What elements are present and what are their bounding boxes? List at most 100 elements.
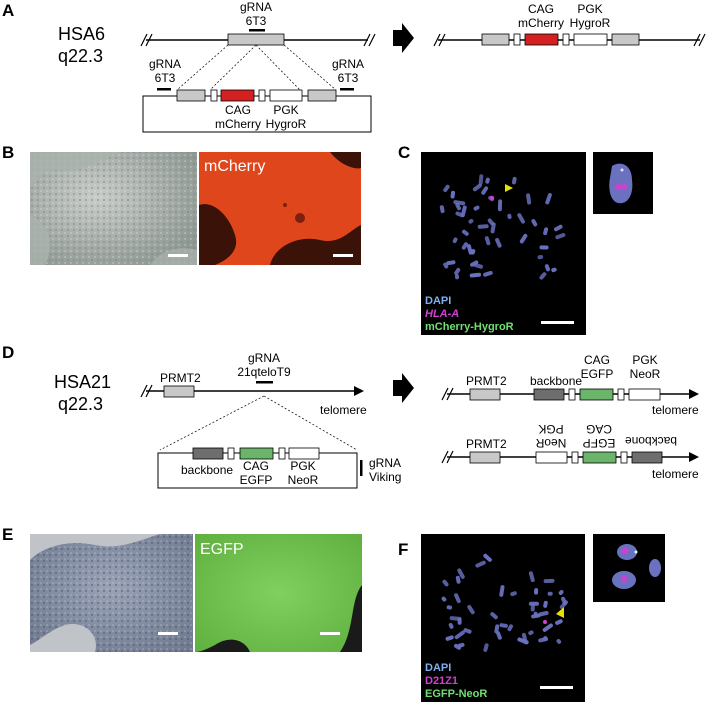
chromosome	[494, 624, 500, 634]
pgk-label-d: PGK	[290, 459, 315, 473]
chromosome	[448, 622, 454, 629]
panel-f-label: F	[398, 540, 408, 559]
chromosome	[453, 643, 462, 650]
chromosome	[510, 591, 517, 597]
chromosome	[537, 254, 544, 260]
chromosome	[543, 600, 548, 608]
chromosome	[470, 249, 476, 255]
chromosome	[481, 186, 489, 195]
grna-6t3-top-line2: 6T3	[246, 14, 267, 28]
chromosome	[450, 190, 456, 199]
chromosome	[511, 176, 517, 185]
legend-d21z1: D21Z1	[425, 675, 458, 687]
legend-dapi-f: DAPI	[425, 662, 451, 674]
r1-prmt2-label: PRMT2	[466, 374, 507, 388]
grna-6t3-right-line1: gRNA	[332, 57, 364, 71]
chromosome	[461, 242, 468, 250]
donor-plasmid-egfp	[157, 447, 363, 489]
chromosome	[519, 233, 528, 244]
chromosome	[531, 613, 541, 619]
chromosome	[455, 575, 461, 584]
chromosome	[538, 637, 549, 643]
scale-bar	[541, 321, 574, 324]
chromosome	[441, 596, 447, 602]
chromosome	[483, 643, 489, 652]
chromosome	[543, 578, 555, 584]
grna-21qtelot9-line1: gRNA	[248, 351, 280, 365]
panel-d-label: D	[2, 343, 14, 362]
chromosome	[467, 605, 475, 615]
chromosome	[507, 213, 512, 220]
chromosome	[439, 205, 445, 214]
chromosome	[473, 205, 480, 211]
chromosome	[526, 193, 532, 205]
locus-hsa6: HSA6	[58, 24, 105, 44]
chromosome	[463, 628, 472, 634]
legend-dapi: DAPI	[425, 295, 451, 307]
result-mcherry-label: mCherry	[518, 16, 564, 30]
chromosome	[551, 267, 557, 273]
chromosome	[472, 183, 482, 192]
chromosome	[485, 177, 490, 184]
fish-inset-c	[593, 152, 653, 214]
r2-cag-label: CAG	[586, 422, 612, 436]
chromosome	[454, 267, 461, 276]
panel-a: A HSA6 q22.3 gRNA 6T3	[2, 0, 706, 133]
grna-6t3-top-line1: gRNA	[240, 0, 272, 14]
prmt2-label: PRMT2	[160, 371, 201, 385]
mcherry-label: mCherry	[215, 117, 261, 131]
panel-f: F DAPI D21Z1 EGFP-NeoR	[398, 534, 665, 702]
panel-b-label: B	[2, 143, 14, 162]
chromosome	[521, 632, 528, 645]
grna-6t3-right-line2: 6T3	[338, 71, 359, 85]
chromosome	[558, 590, 564, 595]
chromosome	[499, 623, 508, 628]
chromosome	[454, 593, 461, 604]
chromosome	[543, 227, 549, 236]
chromosome	[554, 224, 563, 232]
chromosome	[559, 600, 569, 610]
chromosome	[445, 635, 454, 641]
panel-c-label: C	[398, 143, 410, 162]
chromosome	[490, 612, 498, 620]
neor-label-d: NeoR	[288, 473, 319, 487]
chromosome	[483, 553, 492, 562]
scale-bar	[320, 632, 340, 635]
pgk-label: PGK	[273, 103, 298, 117]
r1-backbone-label: backbone	[530, 374, 582, 388]
chromosome	[528, 601, 540, 606]
mcherry-image-b: mCherry	[199, 152, 361, 265]
chromosome	[555, 233, 566, 240]
chromosome	[495, 237, 502, 248]
result-cag-label: CAG	[528, 2, 554, 16]
backbone-label: backbone	[181, 463, 233, 477]
egfp-image-e: EGFP	[195, 534, 362, 652]
chromosome	[446, 605, 453, 610]
genomic-locus-hsa21	[140, 381, 364, 398]
grna-viking-line2: Viking	[369, 470, 401, 484]
chromosome	[534, 588, 539, 595]
fish-metaphase-f: DAPI D21Z1 EGFP-NeoR	[421, 534, 585, 702]
locus-hsa21: HSA21	[54, 372, 111, 392]
chromosome	[507, 624, 513, 632]
brightfield-image-e	[30, 534, 193, 652]
chromosome	[454, 630, 465, 640]
result-hygror-label: HygroR	[570, 16, 611, 30]
chromosome	[490, 222, 496, 234]
egfp-label-d: EGFP	[240, 473, 273, 487]
mcherry-image-label: mCherry	[204, 158, 265, 175]
r2-egfp-label: EGFP	[583, 436, 616, 450]
chromosome	[556, 639, 562, 644]
grna-6t3-left-line2: 6T3	[155, 71, 176, 85]
cag-label-d: CAG	[243, 459, 269, 473]
chromosome	[555, 619, 563, 625]
arrowhead-icon	[505, 184, 513, 192]
chromosome	[442, 579, 449, 587]
chromosome	[452, 237, 458, 244]
donor-plasmid-mcherry	[142, 88, 372, 133]
chromosome	[477, 224, 489, 229]
legend-hla-a: HLA-A	[425, 308, 459, 320]
locus-q22-3: q22.3	[58, 46, 103, 66]
chromosome	[475, 560, 486, 568]
